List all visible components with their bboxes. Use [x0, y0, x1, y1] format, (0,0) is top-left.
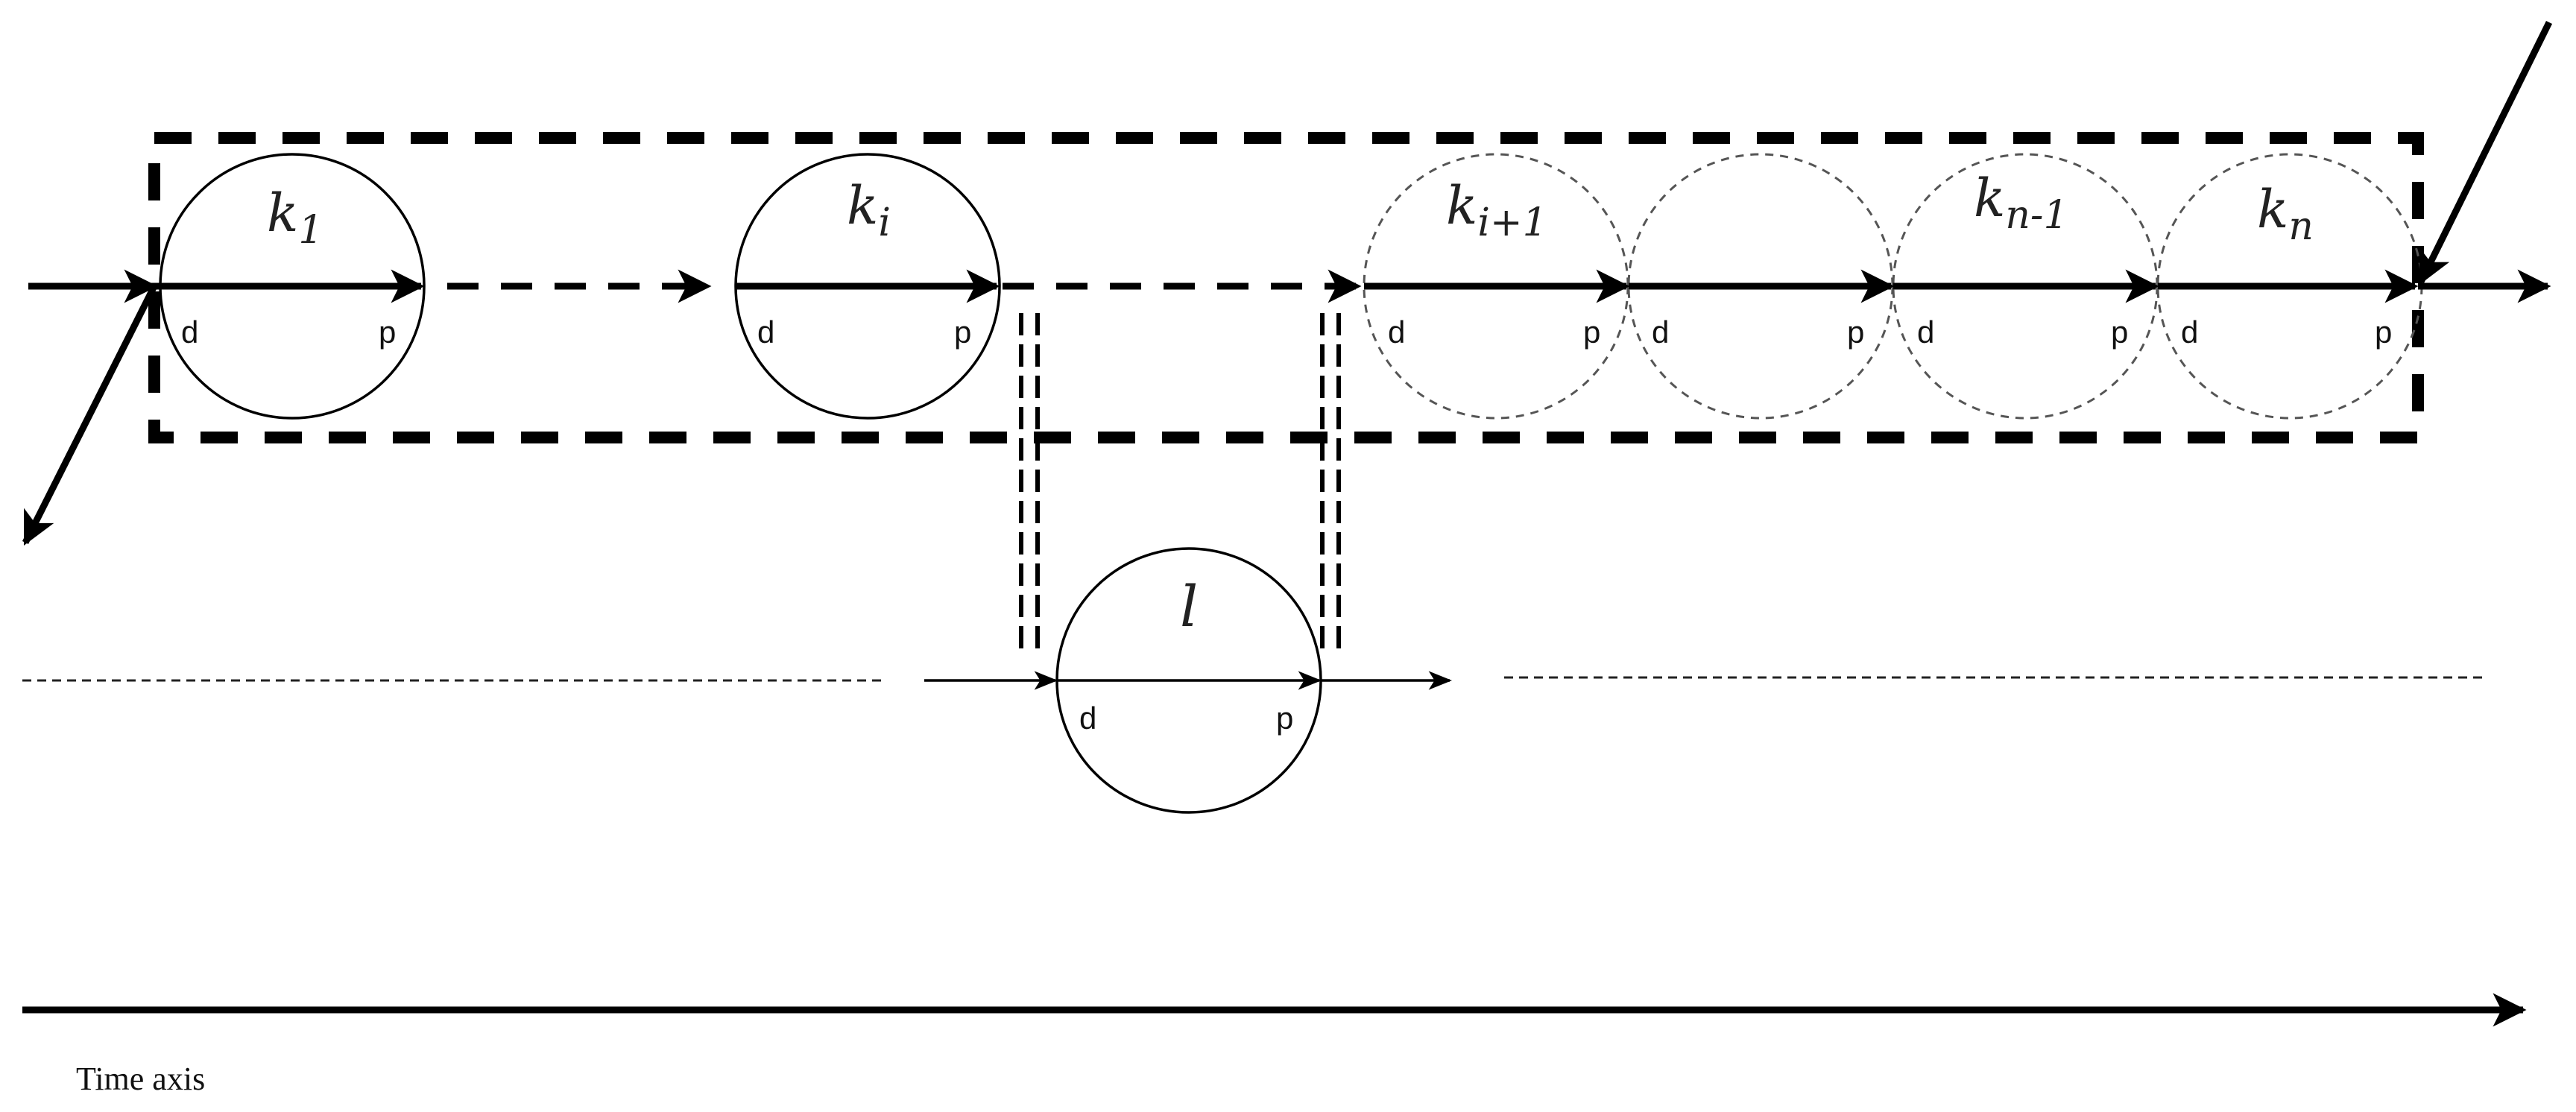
port-d-label: d: [1079, 701, 1096, 736]
port-p-label: p: [1847, 315, 1864, 350]
port-labels: d p d p d p d p d p d p d p: [181, 315, 2392, 736]
node-ki-label: ki: [847, 175, 891, 245]
node-kn1-label: kn-1: [1974, 168, 2068, 238]
port-p-label: p: [954, 315, 971, 350]
l-to-ki1-connector: [1320, 313, 1341, 652]
port-p-label: p: [1276, 701, 1293, 736]
node-k1-label: k1: [267, 183, 323, 253]
node-ki1-label: ki+1: [1446, 175, 1547, 245]
port-d-label: d: [1652, 315, 1669, 350]
exit-diagonal-arrow: [22, 284, 158, 546]
node-l-label: l: [1180, 573, 1198, 639]
port-p-label: p: [379, 315, 396, 350]
port-p-label: p: [2111, 315, 2128, 350]
port-p-label: p: [1583, 315, 1600, 350]
port-p-label: p: [2375, 315, 2392, 350]
port-d-label: d: [181, 315, 198, 350]
port-d-label: d: [1388, 315, 1405, 350]
port-d-label: d: [757, 315, 774, 350]
entry-diagonal-arrow: [2417, 21, 2553, 285]
port-d-label: d: [2181, 315, 2198, 350]
port-d-label: d: [1917, 315, 1934, 350]
node-kn-label: kn: [2257, 179, 2314, 249]
time-axis-label: Time axis: [76, 1061, 205, 1097]
ki-to-l-connector: [1019, 313, 1040, 652]
